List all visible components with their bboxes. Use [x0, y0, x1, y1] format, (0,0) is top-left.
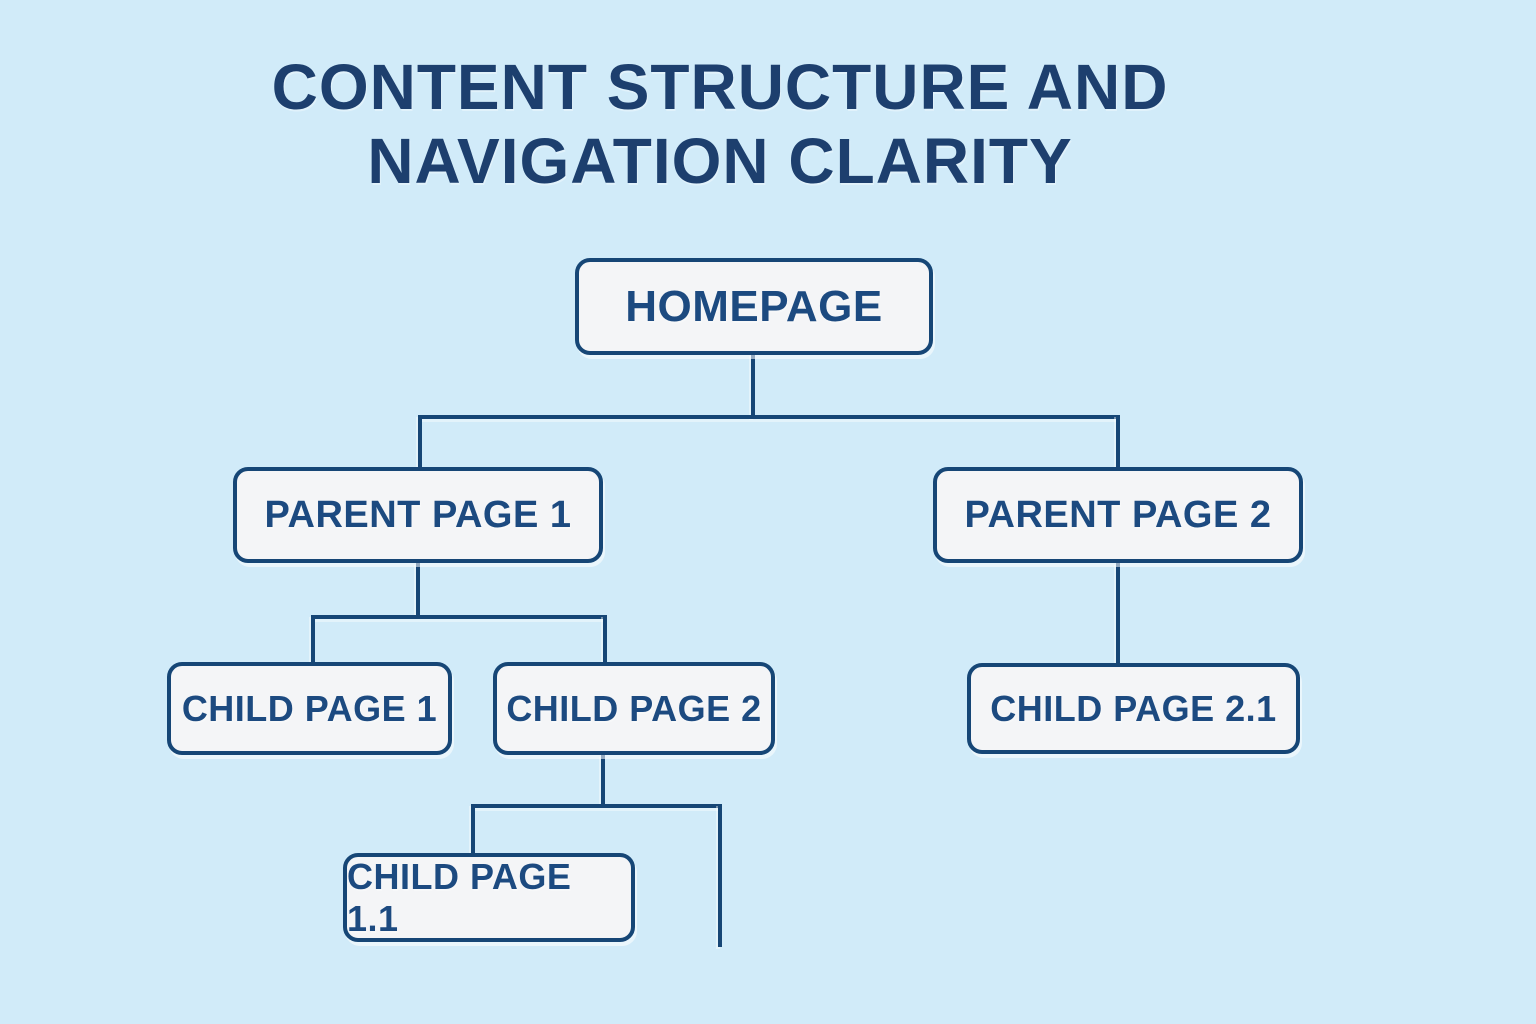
node-child-page-2-1-label: CHILD PAGE 2.1	[990, 687, 1277, 729]
node-homepage: HOMEPAGE	[575, 258, 933, 355]
connector-parent1-stem	[416, 563, 420, 617]
node-homepage-label: HOMEPAGE	[625, 281, 883, 331]
diagram-title-line2: NAVIGATION CLARITY	[367, 125, 1073, 197]
node-parent-page-1: PARENT PAGE 1	[233, 467, 603, 563]
diagram-title: CONTENT STRUCTURE AND NAVIGATION CLARITY	[0, 50, 1440, 198]
connector-dangling-branch	[718, 804, 722, 947]
diagram-title-line1: CONTENT STRUCTURE AND	[271, 51, 1169, 123]
node-child-page-1-1-label: CHILD PAGE 1.1	[347, 855, 572, 939]
connector-drop-child11	[471, 804, 475, 853]
node-child-page-1-1: CHILD PAGE 1.1	[343, 853, 635, 942]
connector-drop-parent1	[418, 415, 422, 467]
node-child-page-2-label: CHILD PAGE 2	[506, 687, 762, 729]
node-child-page-1: CHILD PAGE 1	[167, 662, 452, 755]
node-parent-page-2-label: PARENT PAGE 2	[964, 493, 1272, 536]
connector-drop-child2	[603, 615, 607, 662]
node-parent-page-2: PARENT PAGE 2	[933, 467, 1303, 563]
connector-child2-stem	[601, 755, 605, 806]
connector-parent1-branch-bar	[311, 615, 607, 619]
connector-drop-parent2	[1116, 415, 1120, 467]
node-child-page-1-label: CHILD PAGE 1	[181, 687, 438, 729]
node-child-page-2-1: CHILD PAGE 2.1	[967, 663, 1300, 754]
connector-parent2-to-child21	[1116, 563, 1120, 663]
node-child-page-2: CHILD PAGE 2	[493, 662, 775, 755]
connector-homepage-branch-bar	[418, 415, 1120, 419]
connector-drop-child1	[311, 615, 315, 662]
connector-homepage-stem	[751, 354, 755, 418]
node-parent-page-1-label: PARENT PAGE 1	[264, 493, 572, 536]
connector-child2-branch-bar	[471, 804, 722, 808]
